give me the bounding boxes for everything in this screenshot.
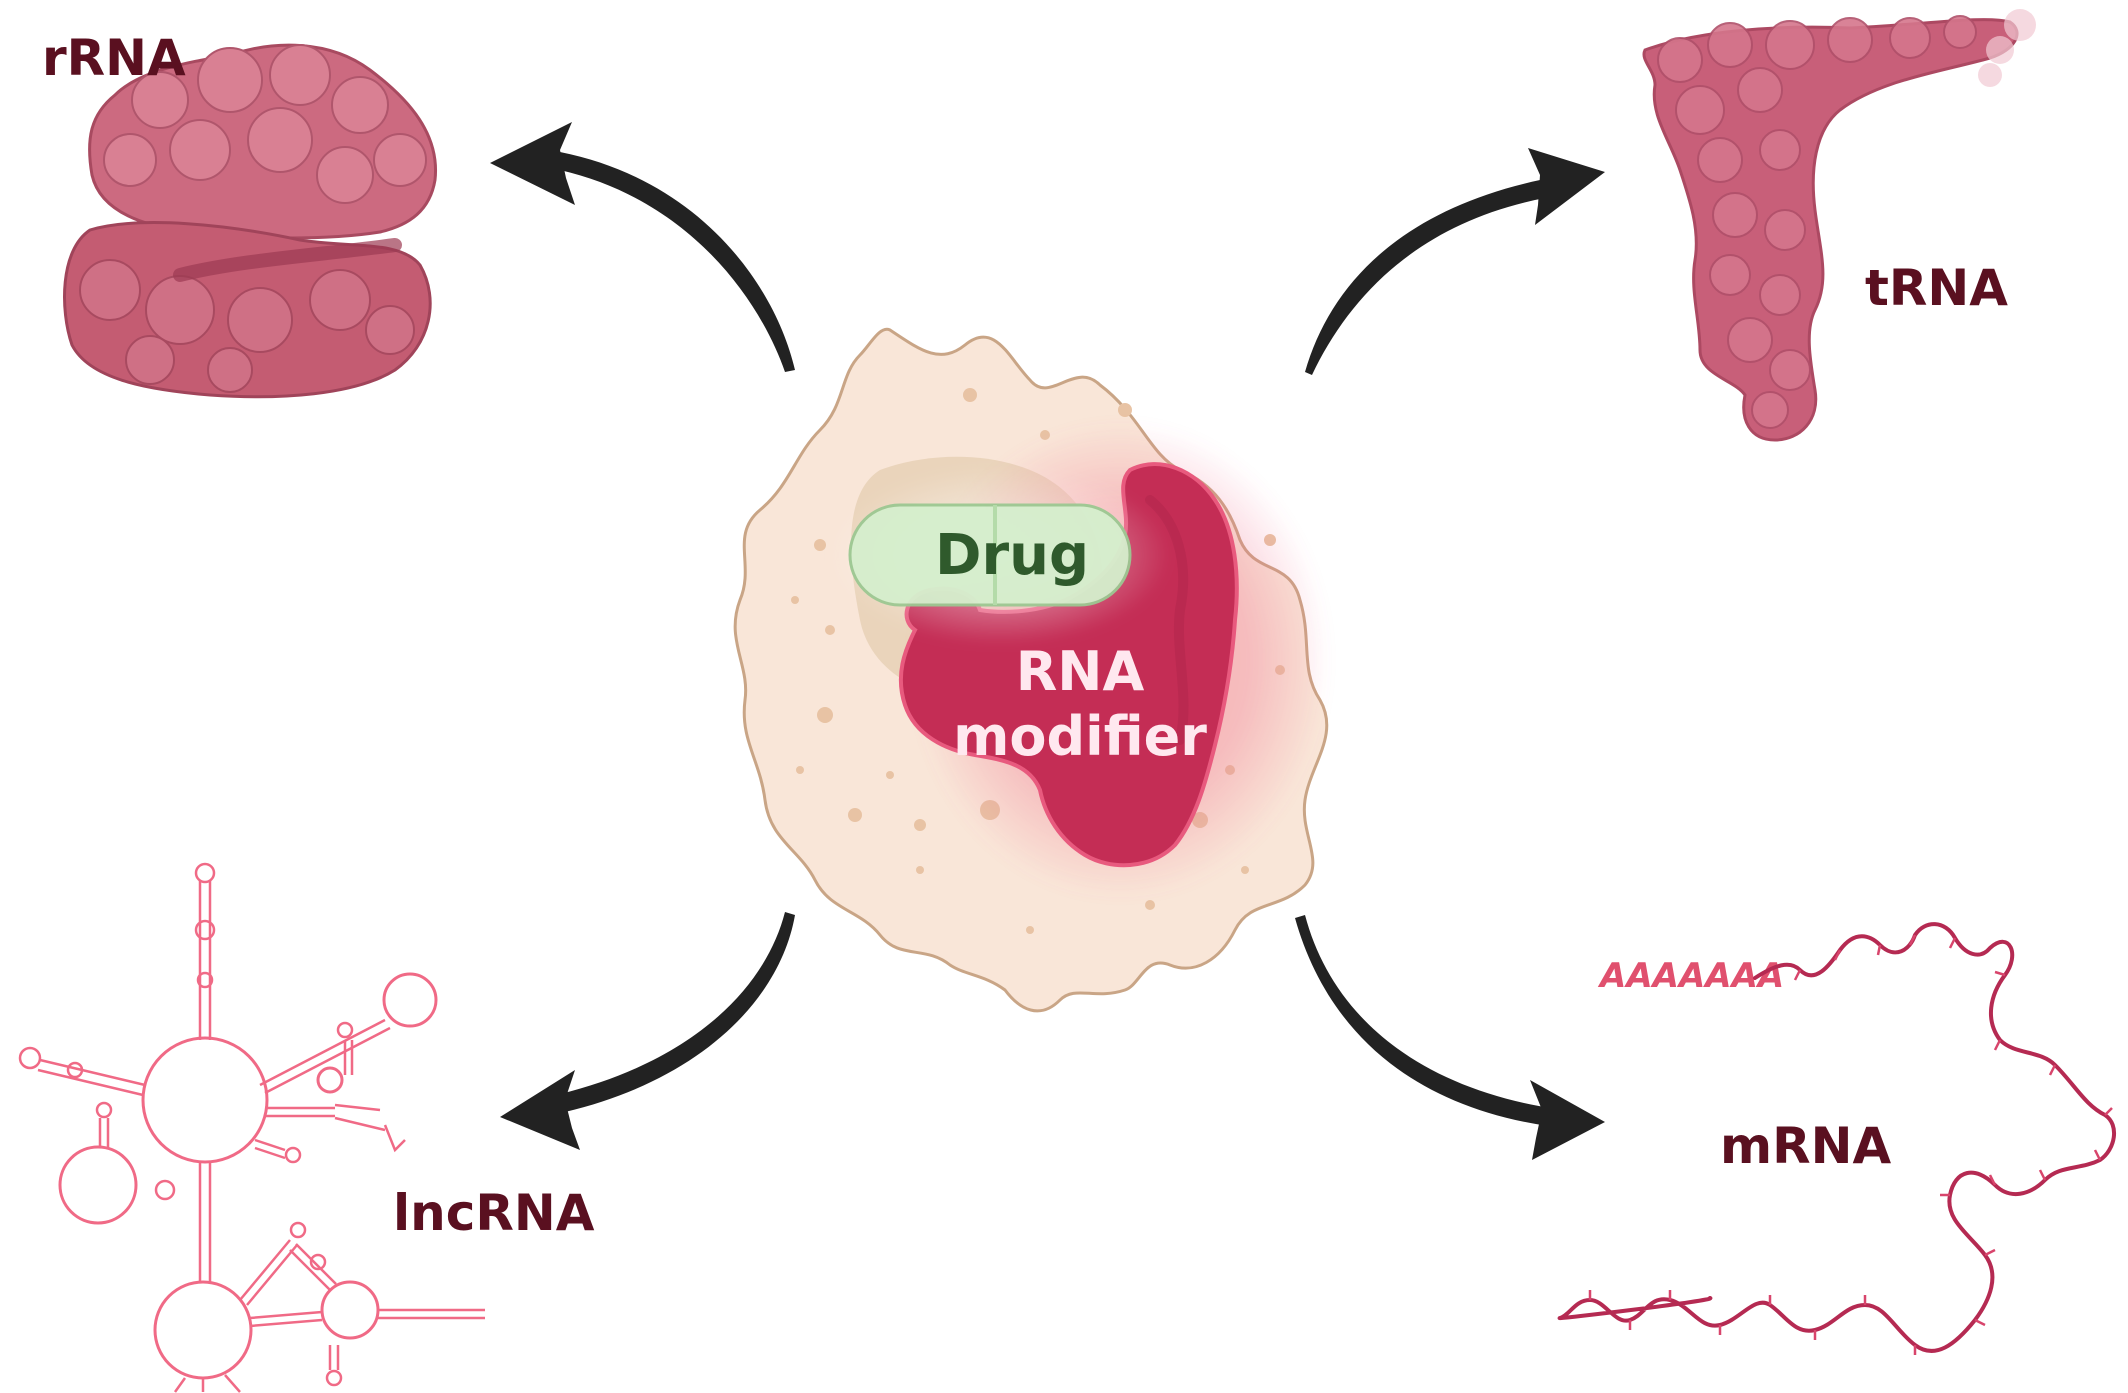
mrna-backbone	[1557, 922, 2116, 1353]
arrow-to-lncrna	[500, 912, 795, 1150]
rrna-ribosome	[63, 43, 438, 399]
modifier-label-line2: modifier	[953, 705, 1207, 768]
mrna-strand: AAAAAAA	[1557, 922, 2116, 1355]
arrow-to-mrna	[1295, 915, 1605, 1160]
drug-pill: Drug	[830, 465, 1170, 645]
arrows	[490, 122, 1605, 1160]
modifier-label-line1: RNA	[1016, 640, 1145, 703]
lncrna-structure	[18, 862, 485, 1393]
trna-label: tRNA	[1865, 259, 2008, 317]
mrna-label: mRNA	[1720, 1117, 1891, 1175]
polya-tail: AAAAAAA	[1597, 956, 1784, 996]
lncrna-label: lncRNA	[393, 1184, 595, 1242]
drug-label: Drug	[935, 523, 1089, 588]
arrow-to-rrna	[490, 122, 795, 372]
arrow-to-trna	[1305, 148, 1605, 375]
rrna-label: rRNA	[42, 29, 186, 87]
trna-molecule	[1642, 9, 2036, 442]
cell: Drug RNA modifier	[733, 327, 1330, 1013]
